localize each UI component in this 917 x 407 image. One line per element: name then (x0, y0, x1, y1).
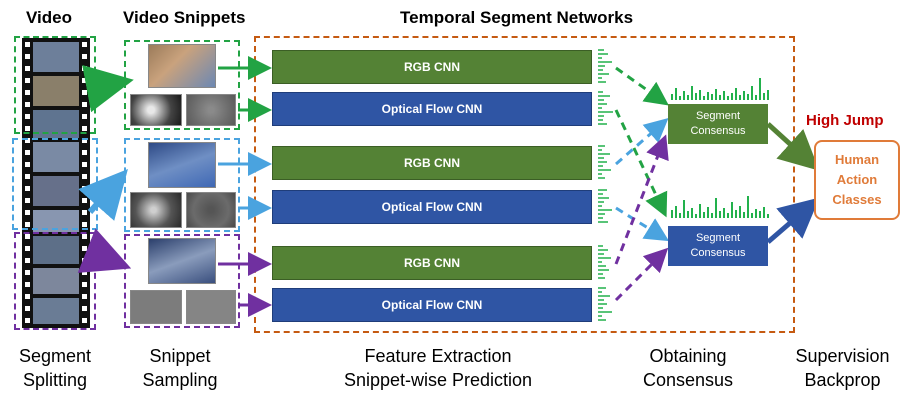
tsn-header: Temporal Segment Networks (400, 8, 634, 27)
rgb-frame-2 (148, 142, 216, 188)
dash-flow1-to-cons2 (614, 109, 668, 218)
caption-4-line2: Consensus (642, 370, 734, 390)
arrow-cons2-to-classes (766, 197, 820, 244)
film-sprockets (25, 42, 87, 324)
caption-5-line2: Backprop (804, 370, 881, 390)
video-header: Video (26, 8, 72, 27)
tsn-region (254, 36, 795, 333)
consensus-histogram-2 (671, 196, 769, 218)
caption-supervision-backprop: Supervision Backprop (780, 344, 905, 392)
dash-rgb1-to-cons1 (615, 66, 669, 106)
arrow-segment1-to-snippet (82, 65, 134, 113)
caption-obtaining-consensus: Obtaining Consensus (628, 344, 748, 392)
rgb-frame-3 (148, 238, 216, 284)
arrow-cons1-to-classes (766, 122, 820, 171)
arrow-segment3-to-snippet (77, 228, 132, 273)
segment-consensus-flow: Segment Consensus (668, 226, 768, 266)
consensus-rgb-line2: Consensus (690, 125, 746, 137)
rgb-cnn-3: RGB CNN (272, 246, 592, 280)
consensus-rgb-line1: Segment (695, 110, 740, 122)
flow-cnn-2: Optical Flow CNN (272, 190, 592, 224)
caption-3-line1: Feature Extraction (364, 346, 512, 366)
caption-5-line1: Supervision (795, 346, 890, 366)
dash-flow3-to-cons2 (614, 247, 669, 302)
flow-frame-1a (130, 94, 182, 126)
caption-1-line1: Segment (18, 346, 92, 366)
predicted-label: High Jump (806, 112, 884, 129)
flow-cnn-1: Optical Flow CNN (272, 92, 592, 126)
dash-rgb2-to-cons1 (615, 118, 669, 166)
consensus-flow-line2: Consensus (690, 247, 746, 259)
caption-4-line1: Obtaining (649, 346, 727, 366)
flow-frame-2b (186, 192, 236, 228)
rgb-frame-1 (148, 44, 216, 88)
dash-rgb3-to-cons1 (614, 134, 669, 265)
caption-3-line2: Snippet-wise Prediction (343, 370, 533, 390)
consensus-histogram-1 (671, 78, 769, 100)
classes-line2: Action (836, 172, 878, 187)
flow-cnn-3: Optical Flow CNN (272, 288, 592, 322)
human-action-classes-box: Human Action Classes (814, 140, 900, 220)
flow-frame-3a (130, 290, 182, 324)
flow-frame-1b (186, 94, 236, 126)
classes-line3: Classes (832, 192, 882, 207)
caption-2-line1: Snippet (149, 346, 211, 366)
consensus-flow-line1: Segment (695, 232, 740, 244)
classes-line1: Human (834, 152, 880, 167)
segment-box-3 (14, 232, 96, 330)
caption-snippet-sampling: Snippet Sampling (120, 344, 240, 392)
flow-frame-3b (186, 290, 236, 324)
video-snippets-header: Video Snippets (123, 8, 246, 27)
dash-flow2-to-cons2 (615, 206, 670, 242)
caption-segment-splitting: Segment Splitting (0, 344, 110, 392)
score-bars (598, 49, 613, 321)
rgb-cnn-1: RGB CNN (272, 50, 592, 84)
segment-consensus-rgb: Segment Consensus (668, 104, 768, 144)
rgb-cnn-2: RGB CNN (272, 146, 592, 180)
caption-feature-extraction: Feature Extraction Snippet-wise Predicti… (318, 344, 558, 392)
caption-2-line2: Sampling (142, 370, 218, 390)
snippet-box-3 (124, 234, 240, 328)
flow-frame-2a (130, 192, 182, 228)
caption-1-line2: Splitting (22, 370, 88, 390)
arrow-segment2-to-snippet (78, 169, 128, 221)
